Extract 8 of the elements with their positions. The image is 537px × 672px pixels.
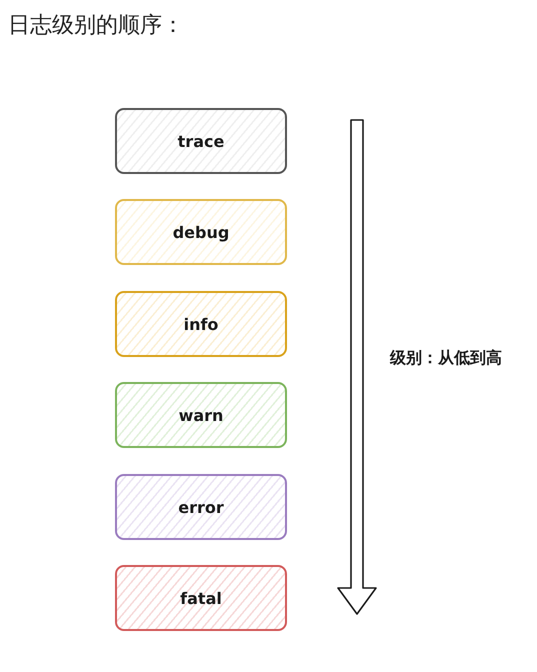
level-box: fatal [115,565,287,631]
level-box: trace [115,108,287,174]
level-box: debug [115,199,287,265]
level-box: warn [115,382,287,448]
title: 日志级别的顺序： [8,12,184,40]
arrow-label: 级别：从低到高 [390,348,502,369]
level-box: error [115,474,287,540]
level-box: info [115,291,287,357]
